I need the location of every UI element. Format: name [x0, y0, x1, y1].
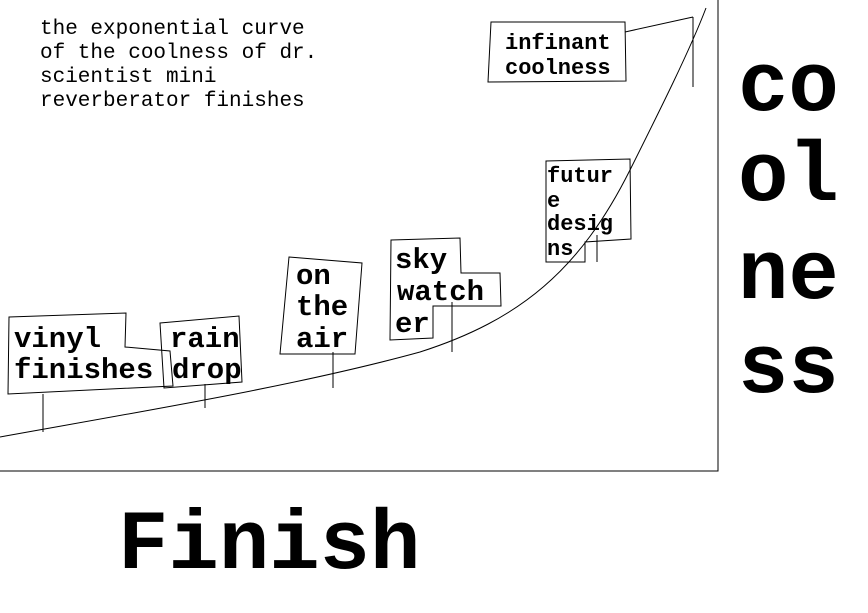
annotation-vinyl-finishes: vinyl finishes — [7, 312, 174, 432]
title-line: scientist mini — [40, 66, 216, 89]
y-axis-label: co ol ne ss — [738, 41, 839, 418]
title: the exponential curve of the coolness of… — [40, 18, 317, 113]
annotation-text: watch — [397, 276, 484, 309]
annotation-future-designs: futur e desig ns — [545, 158, 632, 263]
axes — [0, 0, 719, 472]
annotation-text: the — [296, 291, 348, 324]
annotation-text: air — [296, 323, 348, 356]
annotation-sky-watcher: sky watch er — [389, 237, 502, 352]
title-line: reverberator finishes — [40, 90, 305, 113]
annotation-text: er — [395, 308, 430, 341]
x-axis-label: Finish — [118, 499, 420, 594]
y-label-line: co — [738, 41, 839, 136]
annotation-text: infinant — [505, 31, 611, 56]
annotation-text: on — [296, 260, 331, 293]
annotation-infinant-coolness: infinant coolness — [487, 16, 694, 87]
title-line: of the coolness of dr. — [40, 42, 317, 65]
y-label-line: ne — [738, 229, 839, 324]
annotation-on-the-air: on the air — [279, 256, 363, 388]
annotation-text: futur — [547, 164, 613, 189]
annotation-text: drop — [172, 354, 242, 387]
annotation-text: coolness — [505, 56, 611, 81]
annotation-rain-drop: rain drop — [159, 315, 243, 408]
coolness-curve — [0, 7, 707, 438]
annotation-text: rain — [170, 323, 240, 356]
annotation-text: ns — [547, 237, 573, 262]
annotation-text: desig — [547, 212, 613, 237]
annotation-text: e — [547, 189, 560, 214]
annotation-text: finishes — [14, 354, 153, 387]
annotation-text: vinyl — [14, 323, 101, 356]
annotation-text: sky — [395, 244, 447, 277]
y-label-line: ss — [738, 323, 839, 418]
y-label-line: ol — [738, 131, 839, 226]
title-line: the exponential curve — [40, 18, 305, 41]
